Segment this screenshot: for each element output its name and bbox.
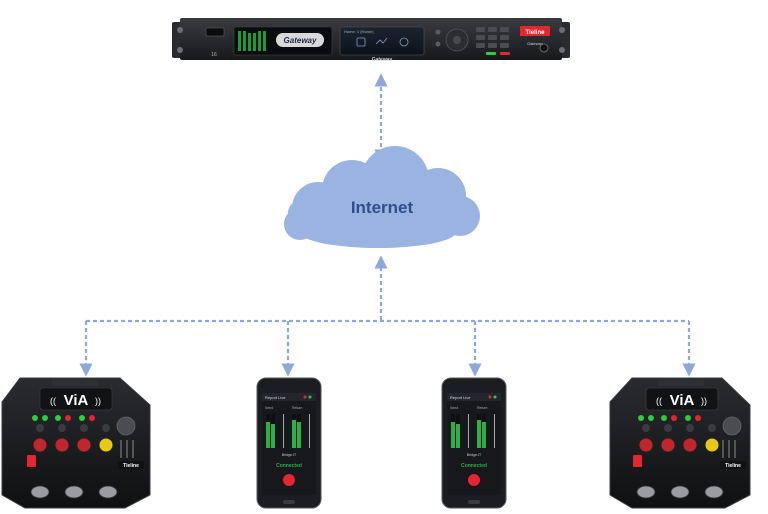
hangup-button — [468, 474, 480, 486]
record-button — [27, 455, 36, 467]
channel-buttons — [32, 415, 95, 421]
connection-status: Connected — [276, 463, 302, 469]
phone-header: Report Live — [450, 395, 471, 400]
gateway-rack-unit: 16 Gateway Home: 1 (Home) Gateway — [172, 18, 570, 63]
return-label: Return — [292, 406, 303, 410]
signal-left-icon: (( — [50, 396, 56, 406]
maker-badge-via — [720, 461, 746, 469]
maker-logo: Tieline — [526, 30, 546, 36]
bridge-label: Bridge-IT — [282, 453, 297, 457]
gateway-logo: Gateway — [284, 36, 317, 45]
record-button — [633, 455, 642, 467]
send-label: Send — [450, 406, 458, 410]
via-codec-left: ViA (( )) Tieline — [1, 377, 151, 509]
send-label: Send — [265, 406, 273, 410]
phone-meters — [451, 414, 495, 448]
gain-knobs — [638, 424, 720, 453]
smartphone-left: Report Live Send Return Bridge-IT Connec… — [256, 377, 322, 509]
nav-wheel — [722, 416, 742, 436]
screen-title: Home: 1 (Home) — [344, 29, 374, 34]
internet-label: Internet — [351, 198, 414, 217]
return-label: Return — [477, 406, 488, 410]
maker-badge — [520, 26, 550, 36]
via-logo-plate — [645, 387, 719, 411]
nav-wheel — [116, 416, 136, 436]
maker-badge-via — [118, 461, 144, 469]
internet-cloud — [284, 146, 480, 248]
hangup-button — [283, 474, 295, 486]
faders — [120, 440, 134, 458]
gateway-logo-badge — [276, 33, 324, 47]
via-maker: Tieline — [725, 463, 741, 469]
phone-meters — [266, 414, 310, 448]
keypad — [476, 27, 509, 48]
xlr-connectors — [636, 485, 724, 499]
headphone-jack — [539, 43, 549, 53]
via-codec-right: ViA (( )) Tieline — [609, 377, 751, 509]
faders — [722, 440, 736, 458]
connection-status: Connected — [461, 463, 487, 469]
port-label: 16 — [211, 52, 217, 58]
via-logo: ViA — [64, 392, 89, 409]
gateway-screen — [339, 26, 425, 56]
signal-right-icon: )) — [95, 396, 101, 406]
signal-right-icon: )) — [701, 396, 707, 406]
sub-brand: Gateway — [527, 41, 543, 46]
channel-buttons — [638, 415, 701, 421]
gain-knobs — [32, 424, 114, 453]
screen-icon — [356, 37, 366, 47]
screen-wave-icon — [375, 37, 388, 45]
screen-gear-icon — [399, 37, 409, 47]
gateway-model-badge: Gateway — [372, 57, 393, 63]
level-meters — [238, 31, 266, 51]
signal-left-icon: (( — [656, 396, 662, 406]
smartphone-right: Report Live Send Return Bridge-IT Connec… — [441, 377, 507, 509]
via-logo-plate — [39, 387, 113, 411]
network-links — [79, 73, 696, 377]
bridge-label: Bridge-IT — [467, 453, 482, 457]
via-maker: Tieline — [123, 463, 139, 469]
phone-header: Report Live — [265, 395, 286, 400]
via-logo: ViA — [670, 392, 695, 409]
xlr-connectors — [30, 485, 118, 499]
